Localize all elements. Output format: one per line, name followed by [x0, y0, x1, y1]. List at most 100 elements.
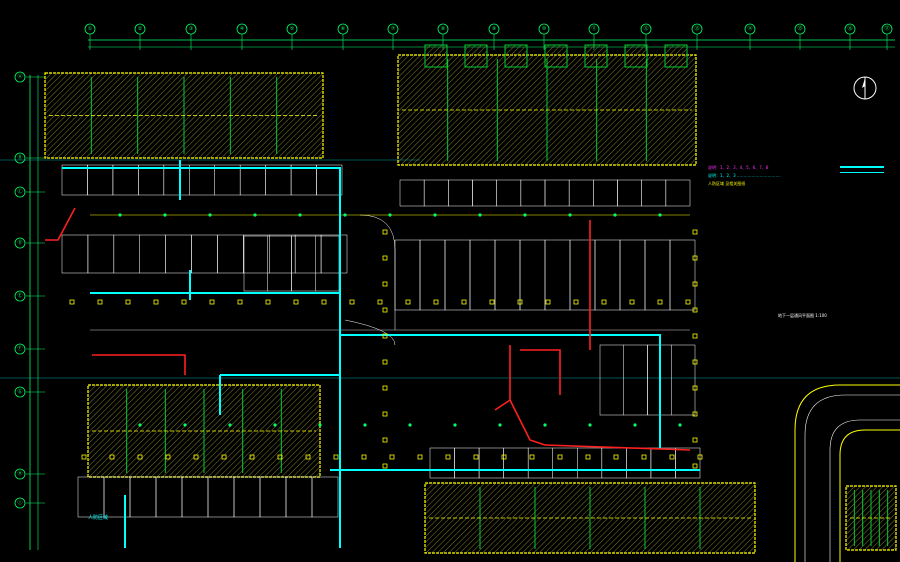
axis-label: Ⓘ — [17, 499, 22, 506]
equipment-marker — [277, 454, 283, 460]
parking-stall — [290, 164, 317, 196]
axis-label: ① — [88, 26, 93, 32]
fire-pipe-run — [520, 349, 561, 395]
parking-stall — [138, 164, 165, 196]
parking-stall — [665, 179, 691, 207]
parking-stall — [163, 164, 190, 196]
equipment-marker — [382, 229, 388, 235]
axis-bubble — [691, 23, 703, 35]
fire-pipe-run — [544, 444, 691, 451]
fire-pipe-run — [494, 399, 511, 411]
equipment-marker — [382, 385, 388, 391]
equipment-marker — [613, 454, 619, 460]
parking-stall — [599, 344, 624, 416]
parking-stall — [112, 164, 139, 196]
outlet-dot — [343, 213, 347, 217]
ramp-edge — [804, 394, 900, 562]
outlet-dot — [318, 423, 322, 427]
parking-stall — [77, 476, 105, 518]
axis-label: Ⓗ — [17, 470, 22, 477]
outlet-dot — [658, 213, 662, 217]
equipment-marker — [153, 299, 159, 305]
outlet-dot — [388, 213, 392, 217]
equipment-marker — [692, 255, 698, 261]
axis-bubble — [14, 71, 26, 83]
parking-stall — [316, 164, 343, 196]
equipment-marker — [265, 299, 271, 305]
outlet-dot — [118, 213, 122, 217]
equipment-marker — [692, 229, 698, 235]
parking-stall — [217, 234, 244, 274]
outlet-dot — [273, 423, 277, 427]
equipment-marker — [125, 299, 131, 305]
equipment-marker — [585, 454, 591, 460]
axis-label: ⑮ — [797, 25, 802, 32]
parking-stall — [448, 179, 473, 207]
axis-label: ⑤ — [290, 26, 295, 32]
ventilation-ducts — [62, 160, 700, 548]
parking-stall — [626, 447, 652, 479]
parking-stall — [601, 447, 627, 479]
parking-stall — [207, 476, 235, 518]
axis-bubble — [640, 23, 652, 35]
axis-bubble — [488, 23, 500, 35]
parking-stall — [469, 239, 496, 311]
equipment-marker — [692, 281, 698, 287]
axis-label: ⑨ — [492, 26, 497, 32]
parking-stall — [265, 164, 292, 196]
axis-bubble — [134, 23, 146, 35]
equipment-marker — [501, 454, 507, 460]
axis-label: ⑦ — [391, 26, 396, 32]
note-line-2: 说明：1、2、3 …………………………… — [708, 173, 781, 178]
parking-stall — [669, 239, 696, 311]
parking-stall — [61, 164, 88, 196]
axis-label: ③ — [189, 26, 194, 32]
axis-bubble — [387, 23, 399, 35]
left-area-label: 人防区域 — [88, 515, 109, 521]
parking-stall — [544, 179, 570, 207]
equipment-marker — [557, 454, 563, 460]
equipment-marker — [209, 299, 215, 305]
parking-stall — [552, 447, 578, 479]
equipment-marker — [97, 299, 103, 305]
outlet-dot — [453, 423, 457, 427]
parking-stall — [87, 164, 114, 196]
axis-label: ⑭ — [747, 25, 752, 32]
axis-bubble — [538, 23, 550, 35]
parking-stall — [594, 239, 621, 311]
axis-bubble — [14, 290, 26, 302]
parking-stall — [444, 239, 471, 311]
ramp-road — [794, 384, 900, 562]
parking-stall — [285, 476, 313, 518]
legend-duct-sample-2 — [840, 172, 884, 173]
axis-bubble — [286, 23, 298, 35]
parking-stall — [394, 239, 421, 311]
parking-stall — [644, 239, 671, 311]
equipment-markers — [69, 213, 703, 469]
outlet-dot — [298, 213, 302, 217]
parking-stall — [423, 179, 449, 207]
outlet-dot — [613, 213, 617, 217]
axis-bubble — [236, 23, 248, 35]
equipment-marker — [489, 299, 495, 305]
equipment-marker — [349, 299, 355, 305]
outlet-dot — [478, 213, 482, 217]
equipment-marker — [382, 359, 388, 365]
equipment-marker — [193, 454, 199, 460]
fire-pipe-run — [509, 345, 546, 446]
equipment-marker — [529, 454, 535, 460]
balcony — [504, 44, 528, 68]
driveway-curve — [344, 319, 396, 346]
equipment-marker — [461, 299, 467, 305]
axis-label: ② — [138, 26, 143, 32]
axis-bubble — [588, 23, 600, 35]
balcony — [584, 44, 608, 68]
parking-stall — [103, 476, 131, 518]
equipment-marker — [382, 411, 388, 417]
equipment-marker — [692, 359, 698, 365]
parking-stall — [569, 239, 596, 311]
outlet-dot — [208, 213, 212, 217]
equipment-marker — [237, 299, 243, 305]
parking-stall — [399, 179, 425, 207]
axis-bubble — [84, 23, 96, 35]
